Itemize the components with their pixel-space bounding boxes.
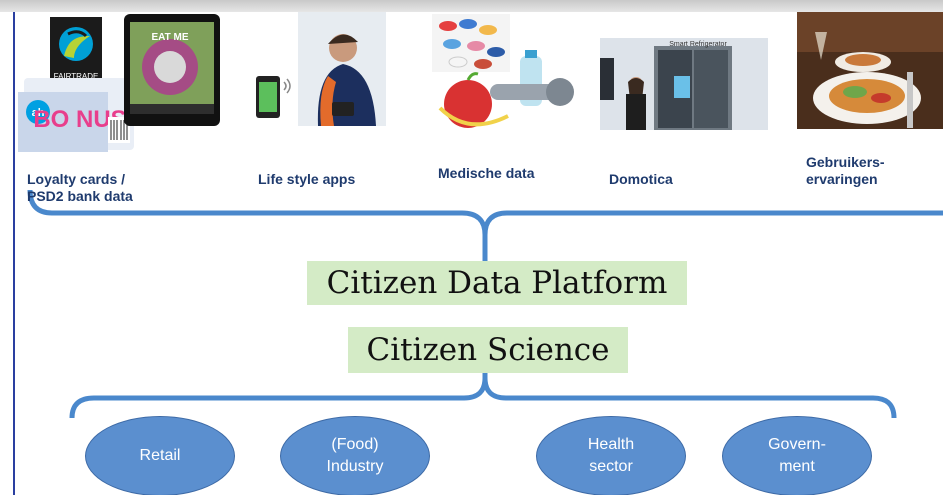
citizen-data-platform-title: Citizen Data Platform <box>326 265 668 301</box>
lifestyle-apps-label: Life style apps <box>258 171 408 188</box>
experiences-label: Gebruikers- ervaringen <box>806 154 936 188</box>
medical-data-label: Medische data <box>438 165 588 182</box>
experiences-image <box>797 12 943 129</box>
frame-left-line <box>13 12 15 495</box>
experiences-label-line2: ervaringen <box>806 171 878 187</box>
domotica-image: Smart Refrigerator <box>600 38 768 130</box>
phone-eat-me-text: EAT ME <box>151 32 188 43</box>
experiences-label-line1: Gebruikers- <box>806 154 885 170</box>
medical-data-image <box>428 12 578 136</box>
sector-government-label: Govern- ment <box>768 436 826 475</box>
lifestyle-apps-label-line1: Life style apps <box>258 171 356 187</box>
loyalty-cards-label-line2: PSD2 bank data <box>27 188 133 204</box>
fairtrade-logo-text: FAIRTRADE <box>54 72 99 81</box>
citizen-data-platform-box: Citizen Data Platform <box>307 261 687 305</box>
sector-health-label: Health sector <box>587 436 635 475</box>
medical-data-label-line1: Medische data <box>438 165 535 181</box>
top-bracket <box>27 189 943 258</box>
citizen-science-title: Citizen Science <box>366 332 610 368</box>
lifestyle-apps-image <box>248 12 388 130</box>
domotica-label: Domotica <box>609 171 729 188</box>
top-bar <box>0 0 943 12</box>
sector-food-industry: (Food) Industry <box>280 416 430 495</box>
sector-food-industry-label: (Food) Industry <box>326 436 384 475</box>
loyalty-cards-label-line1: Loyalty cards / <box>27 171 126 187</box>
domotica-label-line1: Domotica <box>609 171 673 187</box>
sector-retail: Retail <box>85 416 235 495</box>
sector-government: Govern- ment <box>722 416 872 495</box>
loyalty-cards-label: Loyalty cards / PSD2 bank data <box>27 171 217 205</box>
sector-retail-label: Retail <box>139 447 181 464</box>
sector-health: Health sector <box>536 416 686 495</box>
ah-logo-text: ah <box>32 107 45 119</box>
bottom-bracket <box>69 372 897 419</box>
loyalty-cards-image: FAIRTRADE ah BO NUS EAT ME <box>18 12 223 155</box>
fridge-label-text: Smart Refrigerator <box>669 41 727 48</box>
citizen-science-box: Citizen Science <box>348 327 628 373</box>
